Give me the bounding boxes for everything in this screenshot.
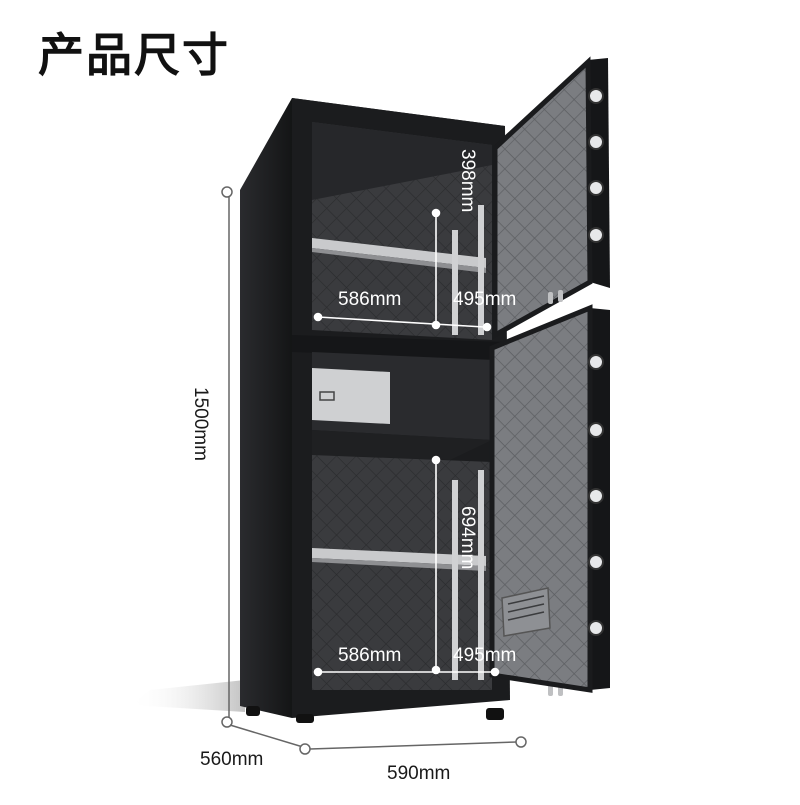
foot-left [246, 706, 260, 716]
foot-front [296, 714, 314, 723]
height-label: 1500mm [190, 387, 211, 461]
lower-width-label: 586mm [338, 645, 402, 666]
lower-compartment [312, 455, 492, 690]
door-keypad-box [501, 587, 551, 637]
upper-compartment-ceiling [312, 122, 492, 200]
lower-depth-label: 495mm [453, 645, 517, 666]
upper-width-label: 586mm [338, 289, 402, 310]
inner-drawer [312, 368, 390, 424]
lower-shelf [312, 548, 486, 566]
safe-side-panel [240, 98, 292, 718]
lower-height-label: 694mm [457, 506, 478, 570]
floor-shadow [130, 680, 245, 712]
page-title: 产品尺寸 [38, 28, 230, 82]
upper-door-panel [495, 62, 590, 335]
depth-label: 560mm [200, 749, 264, 770]
width-label: 590mm [387, 763, 451, 784]
inner-measure-lines [313, 208, 500, 677]
upper-height-label: 398mm [457, 149, 478, 213]
outer-dimension-lines [221, 186, 527, 755]
lower-door-bolts [588, 354, 604, 636]
foot-right [486, 708, 504, 720]
drawer-lock-icon [319, 391, 335, 401]
upper-door-bolts [588, 88, 604, 243]
upper-shelf [312, 238, 486, 268]
upper-depth-label: 495mm [453, 289, 517, 310]
